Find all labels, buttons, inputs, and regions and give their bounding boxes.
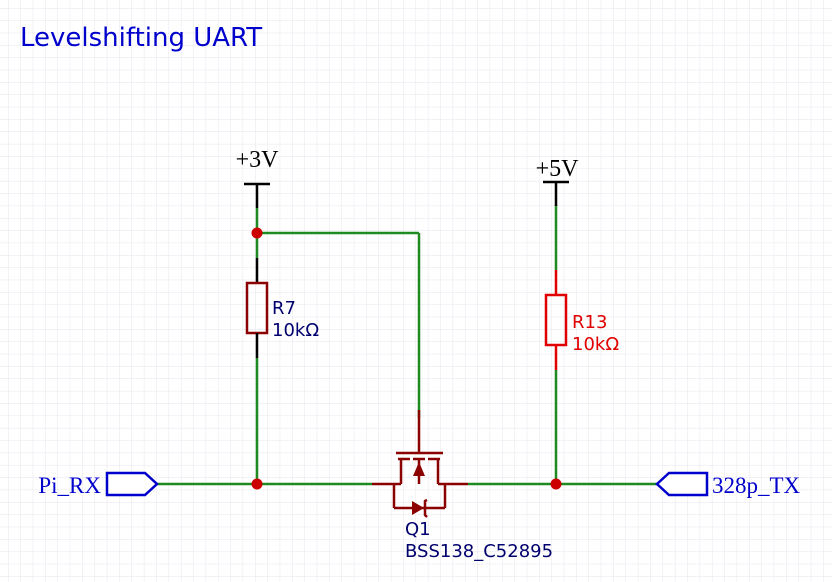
wires (157, 205, 657, 486)
junction-rx (251, 478, 263, 490)
junction-tx (550, 478, 562, 490)
power-symbol-3v[interactable]: +3V (236, 147, 280, 208)
junctions (251, 227, 562, 490)
q1-designator: Q1 (405, 519, 431, 540)
body-diode-cathode (423, 498, 428, 518)
mosfet-body-arrow-icon (413, 462, 425, 476)
resistor-r13[interactable]: R13 10kΩ (544, 270, 619, 370)
r7-value: 10kΩ (272, 320, 319, 341)
net-port-328p-tx[interactable]: 328p_TX (655, 471, 801, 498)
r13-value: 10kΩ (572, 334, 619, 355)
r13-designator: R13 (572, 312, 607, 333)
r7-designator: R7 (272, 298, 296, 319)
junction-3v (251, 227, 263, 239)
sheet-title: Levelshifting UART (20, 23, 262, 53)
resistor-r7[interactable]: R7 10kΩ (245, 258, 319, 358)
net-port-pi-rx[interactable]: Pi_RX (38, 471, 159, 498)
net-port-pi-rx-label: Pi_RX (38, 473, 101, 498)
net-port-pi-rx-shape (105, 471, 159, 497)
net-port-328p-tx-shape (655, 471, 709, 497)
net-port-328p-tx-label: 328p_TX (712, 473, 801, 498)
power-symbol-5v[interactable]: +5V (536, 156, 580, 206)
power-label-3v: +3V (236, 147, 280, 173)
q1-value: BSS138_C52895 (405, 541, 553, 562)
power-label-5v: +5V (536, 156, 580, 182)
body-diode-icon (412, 501, 424, 515)
